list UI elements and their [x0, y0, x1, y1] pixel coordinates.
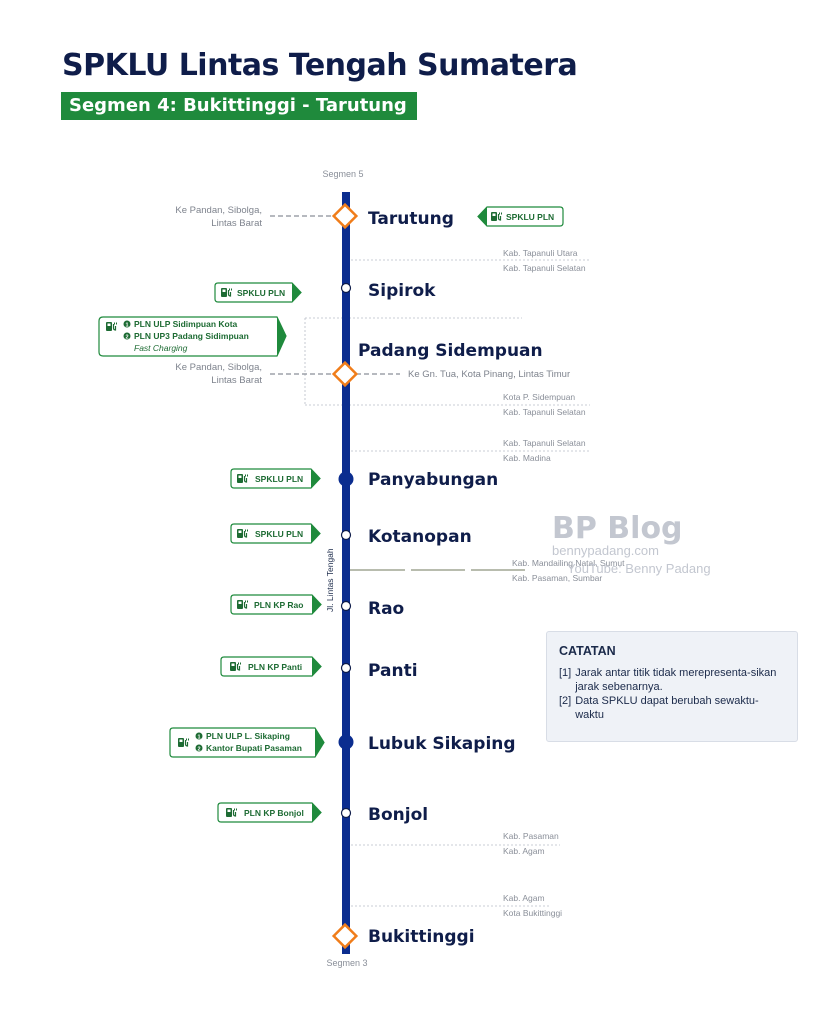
tag-rao-label: PLN KP Rao	[254, 600, 303, 610]
boundary-lower-2: Kab. Madina	[503, 453, 551, 463]
watermark-youtube: YouTube: Benny Padang	[567, 561, 711, 576]
tag-kotanopan-label: SPKLU PLN	[255, 529, 303, 539]
tag-sipirok: SPKLU PLN	[214, 282, 302, 303]
stop-marker-lubuk-sikaping	[338, 734, 354, 750]
ev-charger-icon	[177, 737, 190, 748]
ev-charger-icon	[236, 528, 249, 539]
stop-marker-tarutung	[331, 202, 359, 230]
tag-padang-sidempuan: 1 PLN ULP Sidimpuan Kota 2 PLN UP3 Padan…	[98, 316, 287, 357]
ev-charger-icon	[236, 599, 249, 610]
boundary-lower-0: Kab. Tapanuli Selatan	[503, 263, 586, 273]
tag-sipirok-label: SPKLU PLN	[237, 288, 285, 298]
ev-charger-icon	[105, 321, 118, 332]
stop-name-panyabungan: Panyabungan	[368, 470, 498, 490]
ev-charger-icon	[490, 211, 503, 222]
tag-lubuk-sikaping: 1 PLN ULP L. Sikaping 2 Kantor Bupati Pa…	[169, 727, 325, 758]
watermark-brand: BP Blog	[552, 511, 683, 546]
road-label: Jl. Lintas Tengah	[325, 548, 335, 612]
boundary-upper-5: Kab. Agam	[503, 893, 545, 903]
segment-subtitle: Segmen 4: Bukittinggi - Tarutung	[61, 92, 417, 120]
branch-tarutung-line1: Ke Pandan, Sibolga,	[175, 205, 262, 216]
tag-kotanopan: SPKLU PLN	[230, 523, 321, 544]
tag-padang-line2: PLN UP3 Padang Sidimpuan	[134, 331, 249, 341]
svg-text:2: 2	[197, 747, 200, 753]
tag-tarutung-label: SPKLU PLN	[506, 212, 554, 222]
stop-marker-bonjol	[340, 807, 352, 819]
tag-padang-line1: PLN ULP Sidimpuan Kota	[134, 319, 238, 329]
branch-padang-left-line2: Lintas Barat	[211, 375, 262, 386]
stop-marker-panti	[340, 662, 352, 674]
boundary-lower-1: Kab. Tapanuli Selatan	[503, 407, 586, 417]
branch-tarutung-line2: Lintas Barat	[211, 218, 262, 229]
note-text: Data SPKLU dapat berubah sewaktu-waktu	[575, 695, 759, 721]
tag-rao: PLN KP Rao	[230, 594, 322, 615]
stop-marker-kotanopan	[340, 529, 352, 541]
notes-title: CATATAN	[559, 644, 616, 658]
tag-bonjol-label: PLN KP Bonjol	[244, 808, 304, 818]
tag-tarutung: SPKLU PLN	[477, 206, 564, 227]
svg-text:2: 2	[125, 335, 128, 341]
stop-name-bukittinggi: Bukittinggi	[368, 927, 475, 947]
stop-name-padang-sidempuan: Padang Sidempuan	[358, 341, 543, 361]
branch-roads	[270, 215, 400, 375]
tag-panyabungan-label: SPKLU PLN	[255, 474, 303, 484]
notes-box: CATATAN [1] Jarak antar titik tidak mere…	[546, 631, 798, 742]
tag-panyabungan: SPKLU PLN	[230, 468, 321, 489]
tag-lubuk-line1: PLN ULP L. Sikaping	[206, 731, 290, 741]
note-item: [2] Data SPKLU dapat berubah sewaktu-wak…	[559, 694, 785, 722]
tag-bonjol: PLN KP Bonjol	[217, 802, 322, 823]
ev-charger-icon	[220, 287, 233, 298]
boundary-upper-2: Kab. Tapanuli Selatan	[503, 438, 586, 448]
stop-marker-sipirok	[340, 282, 352, 294]
page-title: SPKLU Lintas Tengah Sumatera	[62, 48, 578, 83]
branch-padang-right: Ke Gn. Tua, Kota Pinang, Lintas Timur	[408, 369, 570, 380]
stop-marker-rao	[340, 600, 352, 612]
segment-bottom-label: Segmen 3	[326, 958, 367, 968]
ev-charger-icon	[229, 661, 242, 672]
branch-padang-left-line1: Ke Pandan, Sibolga,	[175, 362, 262, 373]
note-item: [1] Jarak antar titik tidak merepresenta…	[559, 666, 785, 694]
ev-charger-icon	[225, 807, 238, 818]
stop-name-tarutung: Tarutung	[368, 209, 454, 229]
boundary-upper-4: Kab. Pasaman	[503, 831, 559, 841]
segment-top-label: Segmen 5	[322, 169, 363, 179]
boundary-lower-5: Kota Bukittinggi	[503, 908, 562, 918]
watermark-site: bennypadang.com	[552, 543, 659, 558]
tag-padang-note: Fast Charging	[134, 343, 188, 353]
stop-marker-padang-sidempuan	[331, 360, 359, 388]
stop-marker-panyabungan	[338, 471, 354, 487]
tag-panti-label: PLN KP Panti	[248, 662, 302, 672]
boundary-lines	[304, 259, 590, 907]
note-number: [2]	[559, 695, 572, 707]
svg-text:1: 1	[197, 735, 200, 741]
main-route-line	[342, 192, 350, 954]
note-number: [1]	[559, 667, 572, 679]
stop-name-kotanopan: Kotanopan	[368, 527, 472, 547]
boundary-lower-3: Kab. Pasaman, Sumbar	[512, 573, 602, 583]
boundary-upper-1: Kota P. Sidempuan	[503, 392, 575, 402]
stop-name-rao: Rao	[368, 599, 404, 619]
boundary-upper-0: Kab. Tapanuli Utara	[503, 248, 578, 258]
boundary-lower-4: Kab. Agam	[503, 846, 545, 856]
svg-text:1: 1	[125, 323, 128, 329]
ev-charger-icon	[236, 473, 249, 484]
stop-marker-bukittinggi	[331, 922, 359, 950]
stop-name-bonjol: Bonjol	[368, 805, 428, 825]
note-text: Jarak antar titik tidak merepresenta-sik…	[575, 667, 777, 693]
stop-name-lubuk-sikaping: Lubuk Sikaping	[368, 734, 516, 754]
stop-name-panti: Panti	[368, 661, 418, 681]
boundary-upper-3: Kab. Mandailing Natal, Sumut	[512, 558, 625, 568]
tag-panti: PLN KP Panti	[220, 656, 322, 677]
stop-name-sipirok: Sipirok	[368, 281, 436, 301]
tag-lubuk-line2: Kantor Bupati Pasaman	[206, 743, 302, 753]
